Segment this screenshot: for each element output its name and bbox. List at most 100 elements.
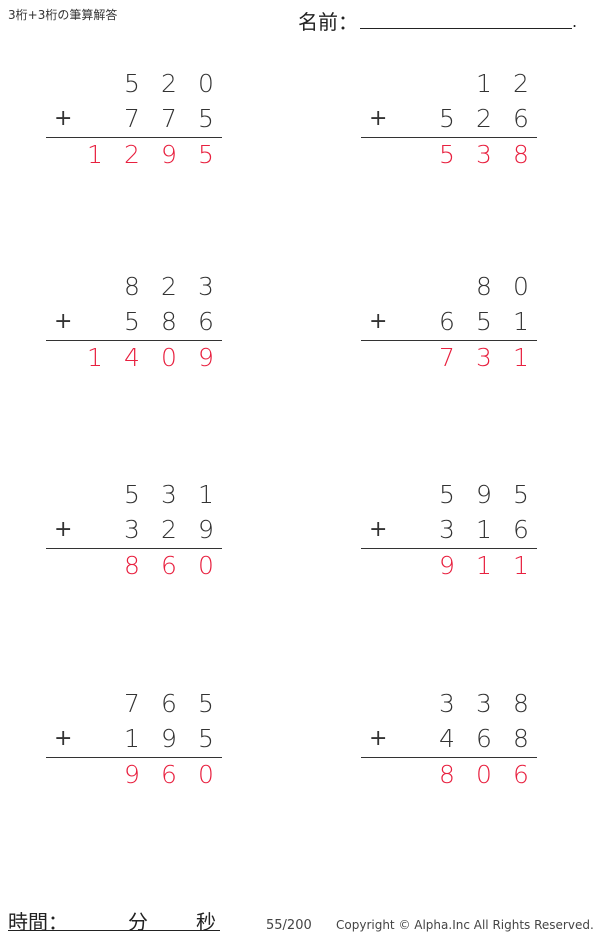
digit: 4: [439, 724, 455, 753]
digit: 8: [513, 724, 529, 753]
digit: 1: [476, 515, 492, 544]
digit: 6: [161, 760, 177, 789]
digit: 7: [124, 689, 140, 718]
digit: 1: [513, 551, 529, 580]
plus-sign: +: [54, 309, 73, 334]
digit: 9: [476, 480, 492, 509]
digit: 0: [198, 551, 214, 580]
digit: 1: [198, 480, 214, 509]
digit: 6: [439, 307, 455, 336]
digit: 9: [161, 724, 177, 753]
digit: 5: [439, 104, 455, 133]
digit: 2: [161, 69, 177, 98]
name-label: 名前：: [298, 10, 358, 34]
digit: 6: [161, 689, 177, 718]
digit: 5: [439, 480, 455, 509]
worksheet-title: 3桁+3桁の筆算解答: [8, 8, 118, 22]
plus-sign: +: [369, 106, 388, 131]
digit: 6: [476, 724, 492, 753]
sum-line: [46, 757, 222, 758]
digit: 1: [476, 69, 492, 98]
plus-sign: +: [369, 309, 388, 334]
sum-line: [46, 340, 222, 341]
digit: 9: [124, 760, 140, 789]
digit: 6: [513, 515, 529, 544]
plus-sign: +: [54, 726, 73, 751]
digit: 5: [198, 724, 214, 753]
name-field[interactable]: [360, 28, 572, 29]
digit: 9: [439, 551, 455, 580]
digit: 0: [198, 69, 214, 98]
sum-line: [46, 137, 222, 138]
digit: 5: [124, 69, 140, 98]
digit: 3: [439, 515, 455, 544]
digit: 5: [439, 140, 455, 169]
plus-sign: +: [54, 517, 73, 542]
digit: 1: [87, 140, 103, 169]
digit: 5: [124, 307, 140, 336]
digit: 5: [198, 140, 214, 169]
plus-sign: +: [369, 726, 388, 751]
digit: 8: [124, 551, 140, 580]
digit: 7: [439, 343, 455, 372]
digit: 5: [198, 689, 214, 718]
sum-line: [361, 137, 537, 138]
digit: 9: [161, 140, 177, 169]
minutes-label: 分: [128, 910, 148, 934]
digit: 8: [513, 689, 529, 718]
copyright: Copyright © Alpha.Inc All Rights Reserve…: [336, 918, 594, 932]
digit: 0: [198, 760, 214, 789]
digit: 3: [476, 140, 492, 169]
digit: 3: [476, 343, 492, 372]
digit: 2: [161, 272, 177, 301]
digit: 3: [198, 272, 214, 301]
digit: 6: [513, 104, 529, 133]
sum-line: [361, 548, 537, 549]
digit: 4: [124, 343, 140, 372]
digit: 5: [198, 104, 214, 133]
sum-line: [361, 757, 537, 758]
time-field[interactable]: [8, 930, 220, 931]
digit: 5: [476, 307, 492, 336]
digit: 2: [513, 69, 529, 98]
digit: 1: [513, 307, 529, 336]
digit: 6: [161, 551, 177, 580]
digit: 3: [124, 515, 140, 544]
digit: 6: [198, 307, 214, 336]
digit: 3: [161, 480, 177, 509]
digit: 0: [161, 343, 177, 372]
page-number: 55/200: [266, 918, 312, 933]
digit: 8: [439, 760, 455, 789]
digit: 1: [87, 343, 103, 372]
plus-sign: +: [54, 106, 73, 131]
digit: 2: [124, 140, 140, 169]
sum-line: [361, 340, 537, 341]
name-end-dot: .: [572, 12, 578, 31]
digit: 2: [476, 104, 492, 133]
digit: 8: [476, 272, 492, 301]
